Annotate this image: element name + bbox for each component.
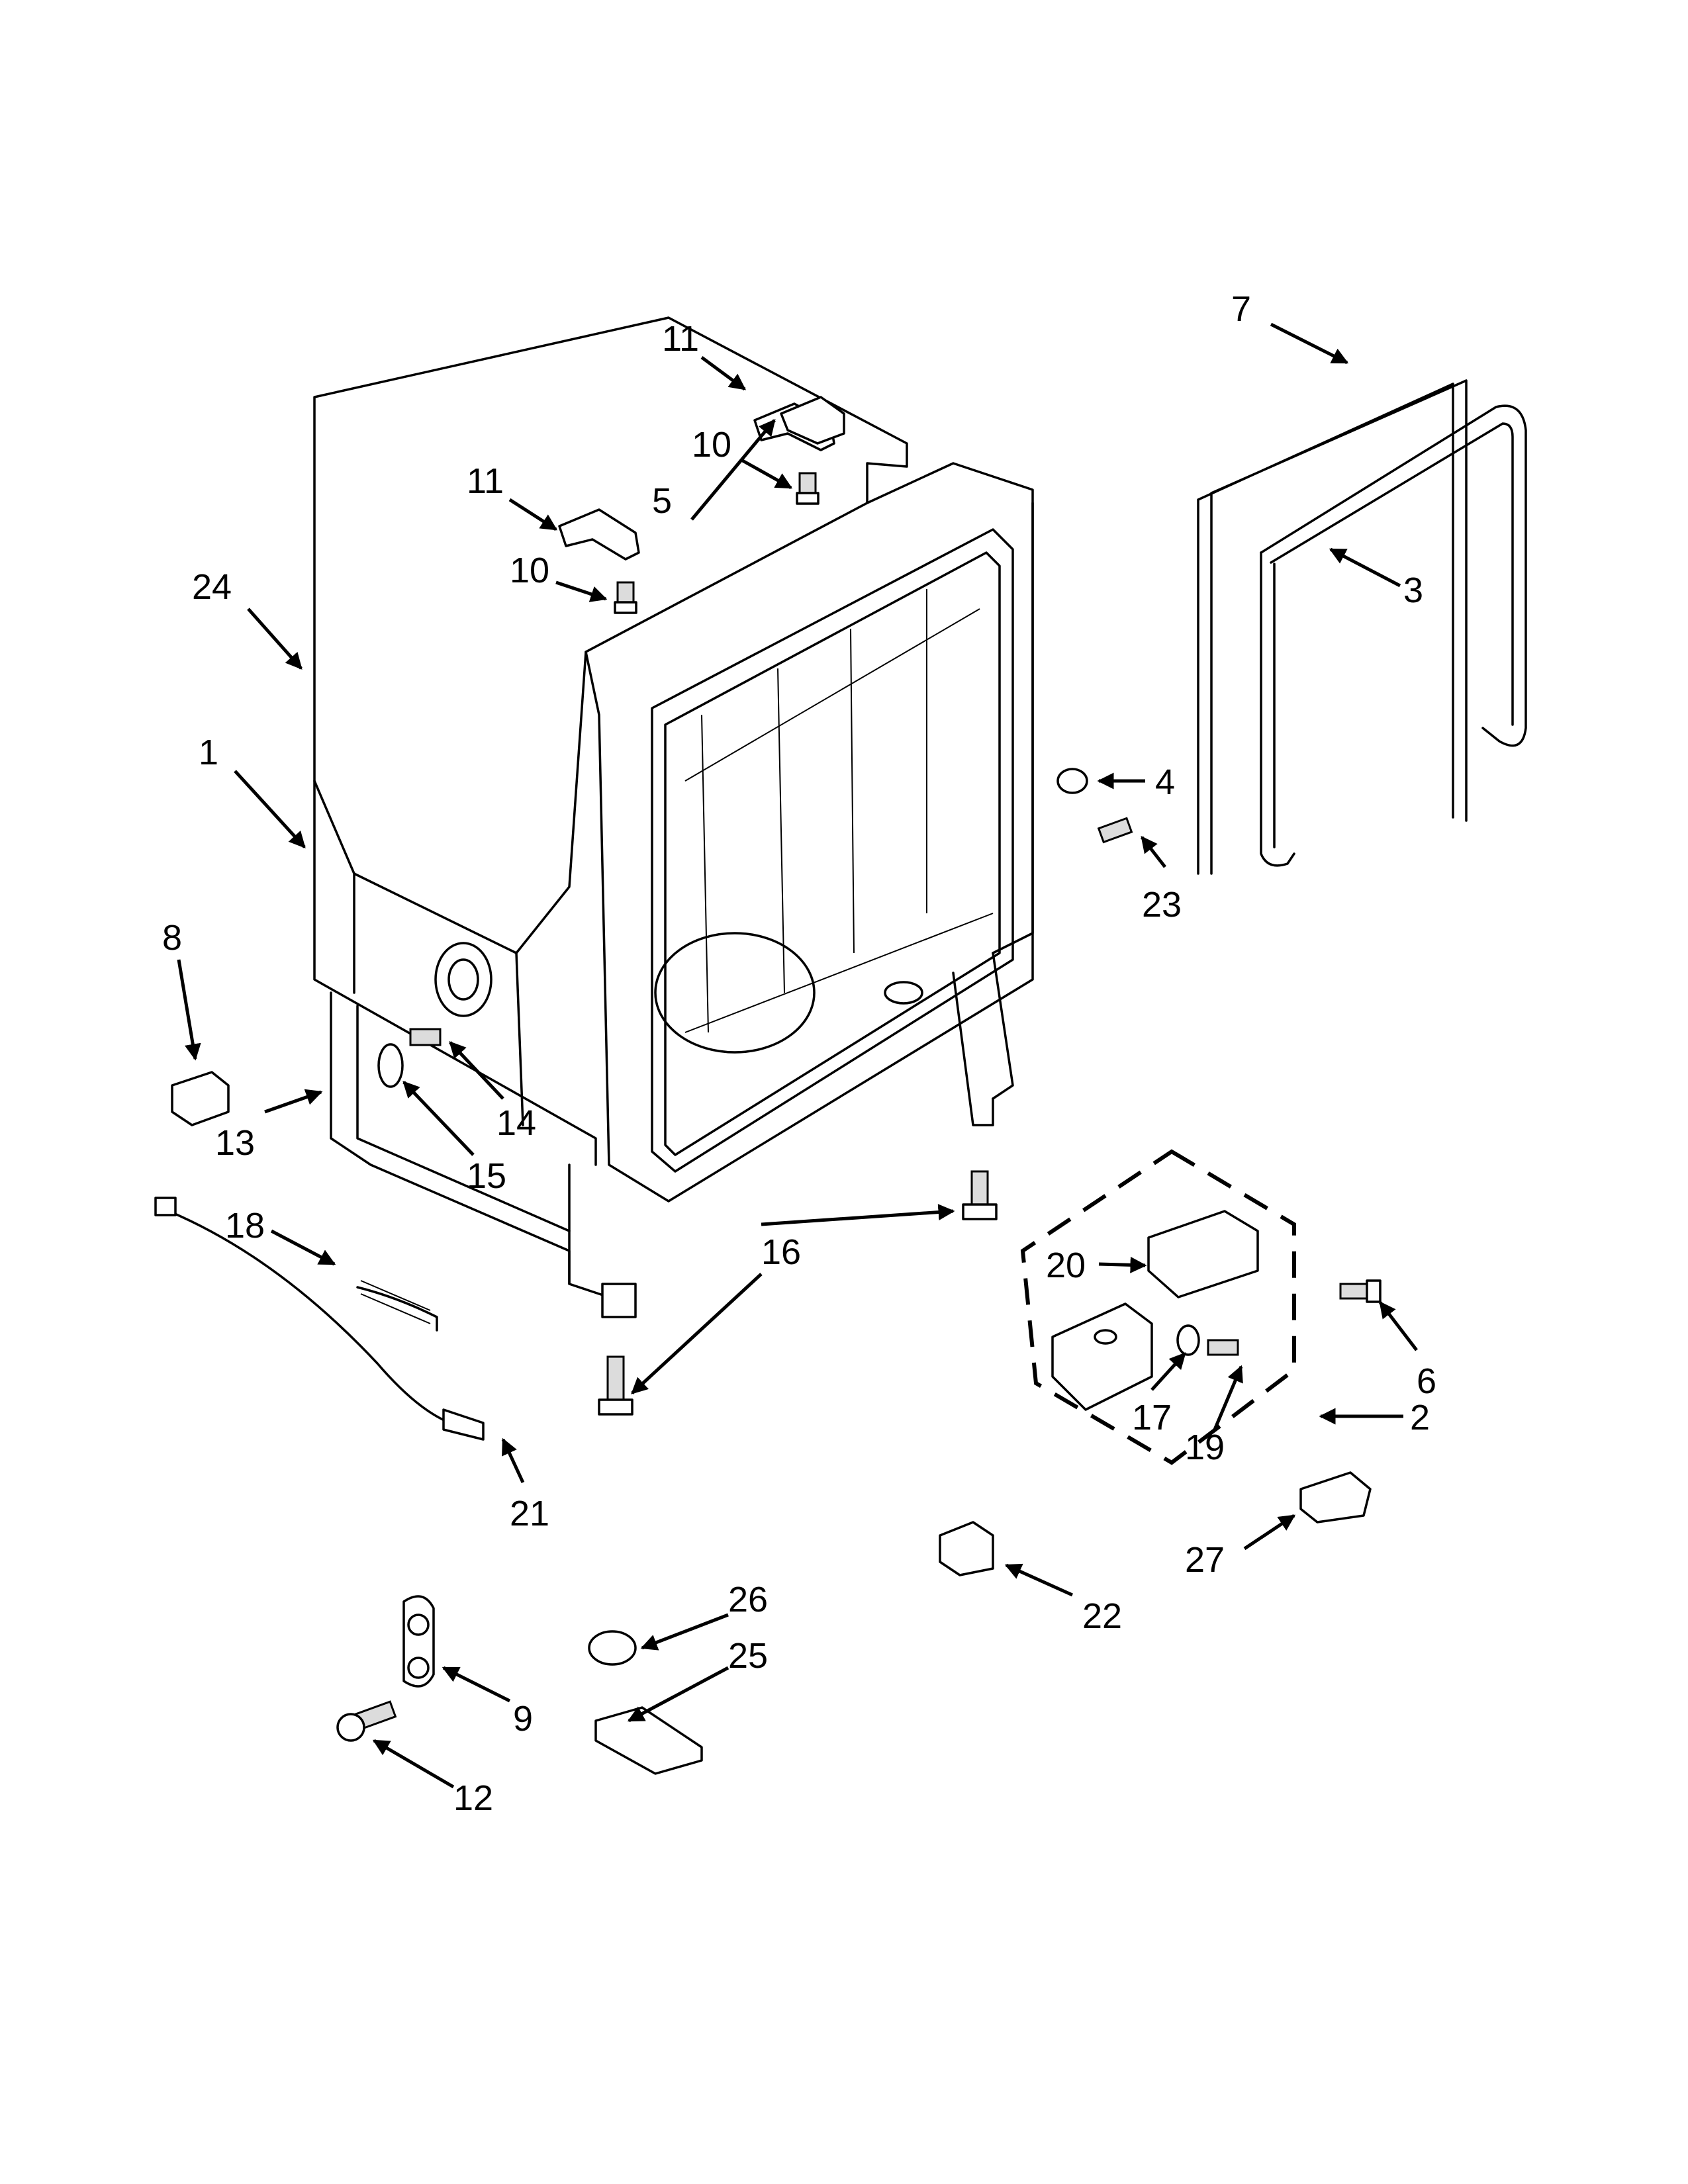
callout-15: 15 — [467, 1156, 506, 1196]
callout-11: 11 — [662, 319, 699, 359]
spring-18 — [356, 1280, 438, 1332]
callout-14: 14 — [496, 1103, 536, 1143]
cap-4 — [1056, 768, 1088, 794]
callout-25: 25 — [728, 1636, 768, 1676]
callout-6: 6 — [1417, 1361, 1436, 1401]
bracket-20 — [1147, 1210, 1259, 1298]
washer-17 — [1176, 1324, 1200, 1356]
callout-27: 27 — [1185, 1540, 1225, 1580]
stud-23 — [1097, 817, 1133, 844]
bracket-25 — [594, 1706, 703, 1775]
callout-12: 12 — [453, 1778, 493, 1818]
clip-5 — [780, 396, 845, 445]
callout-9: 9 — [513, 1699, 533, 1739]
callout-22: 22 — [1082, 1596, 1122, 1636]
leveling-leg-16-right — [962, 1170, 998, 1220]
leader-lines — [177, 322, 1418, 1789]
callout-labels: 7 11 10 11 5 10 24 3 1 4 23 8 14 13 15 1… — [162, 289, 1436, 1818]
washer-15 — [377, 1043, 404, 1088]
callout-23: 23 — [1142, 885, 1182, 925]
callout-10: 10 — [692, 425, 731, 465]
dishwasher-tub — [313, 316, 1034, 1318]
callout-16: 16 — [761, 1232, 801, 1272]
clip-27 — [1299, 1471, 1372, 1524]
callout-7: 7 — [1231, 289, 1251, 329]
callout-13: 13 — [215, 1123, 255, 1163]
bracket-11-lower — [558, 508, 640, 561]
tub-seal-3 — [1260, 404, 1527, 867]
bracket-assembly-2-group — [1020, 1149, 1296, 1465]
callout-5: 5 — [652, 481, 672, 521]
screw-12 — [336, 1700, 397, 1742]
callout-20: 20 — [1046, 1246, 1086, 1285]
callout-19: 19 — [1185, 1428, 1225, 1467]
screw-19 — [1207, 1339, 1239, 1356]
callout-18: 18 — [225, 1206, 265, 1246]
callout-4: 4 — [1155, 762, 1175, 802]
callout-3: 3 — [1403, 570, 1423, 610]
switch-bracket — [1051, 1302, 1153, 1411]
door-gasket-7 — [1197, 379, 1468, 875]
callout-1: 1 — [199, 733, 218, 772]
block-22 — [939, 1521, 994, 1576]
screw-6 — [1339, 1279, 1382, 1303]
screw-14 — [409, 1028, 442, 1046]
callout-10: 10 — [510, 551, 549, 590]
leveling-leg-16-left — [598, 1355, 633, 1416]
callout-8: 8 — [162, 918, 182, 958]
callout-11: 11 — [467, 461, 504, 501]
callout-17: 17 — [1132, 1398, 1172, 1437]
bracket-9 — [402, 1595, 435, 1688]
callout-24: 24 — [192, 567, 232, 607]
screw-10-lower — [614, 581, 637, 614]
callout-2: 2 — [1410, 1398, 1430, 1437]
callout-21: 21 — [510, 1494, 549, 1533]
block-8 — [171, 1071, 230, 1126]
screw-10-upper — [796, 472, 820, 505]
callout-26: 26 — [728, 1580, 768, 1619]
cap-26 — [588, 1630, 637, 1666]
door-cable-21 — [154, 1197, 485, 1441]
